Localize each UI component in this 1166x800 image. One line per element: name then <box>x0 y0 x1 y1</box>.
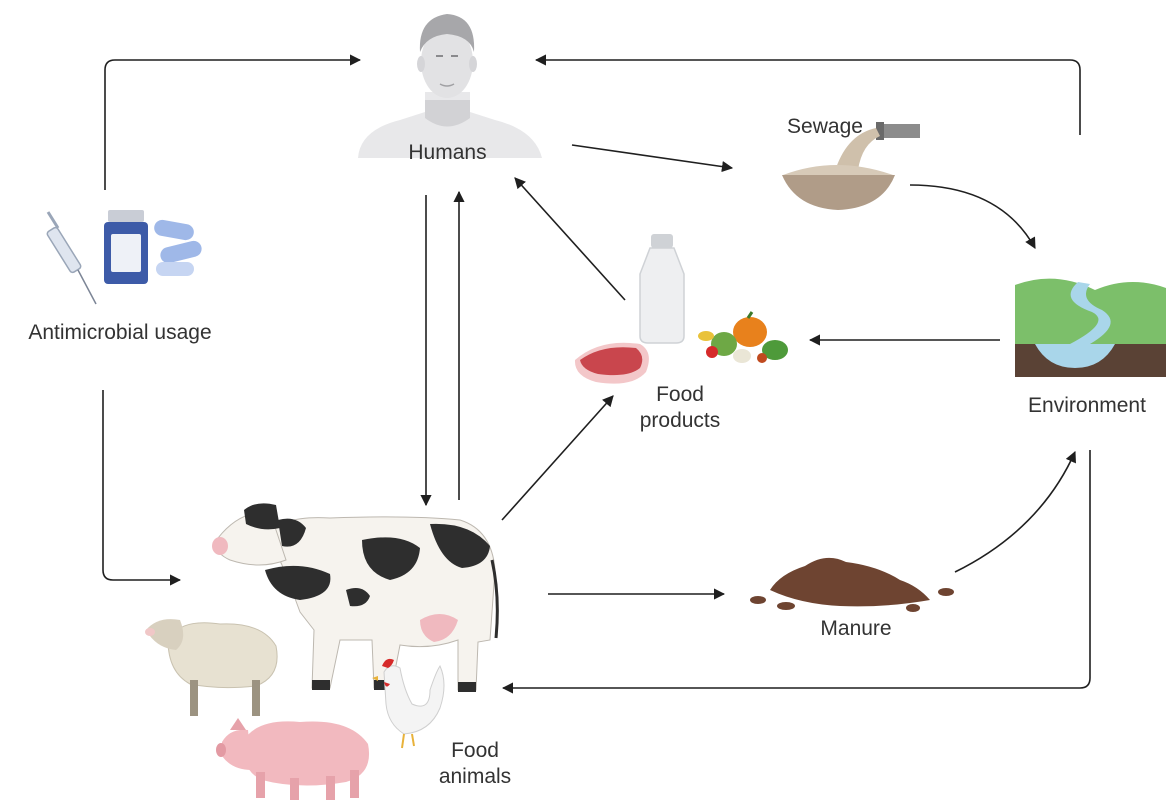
manure-label: Manure <box>796 616 916 642</box>
milk-bottle-icon <box>640 234 684 343</box>
manure-icon <box>750 558 954 612</box>
humans-label: Humans <box>380 140 515 166</box>
pig-icon <box>216 718 369 800</box>
arrow-food-animals-to-food-products <box>502 396 613 520</box>
meat-icon <box>575 343 649 384</box>
food-animals-label-line1: Food <box>420 738 530 764</box>
arrow-humans-to-sewage <box>572 145 732 168</box>
arrow-antimicrobial-to-food-animals <box>103 390 180 580</box>
vegetables-icon <box>698 312 788 363</box>
capsule-icon <box>153 219 203 276</box>
pill-bottle-icon <box>104 210 148 284</box>
arrow-manure-to-environment <box>955 452 1075 572</box>
arrow-sewage-to-environment <box>910 185 1035 248</box>
antimicrobial-usage-label: Antimicrobial usage <box>5 320 235 346</box>
human-icon <box>358 14 542 158</box>
environment-landscape-icon <box>1015 279 1166 377</box>
food-animals-label-line2: animals <box>420 764 530 790</box>
arrow-antimicrobial-to-humans <box>105 60 360 190</box>
environment-label: Environment <box>1012 393 1162 419</box>
arrow-food-products-to-humans <box>515 178 625 300</box>
sewage-label: Sewage <box>770 114 880 140</box>
food-products-label-line1: Food <box>625 382 735 408</box>
arrow-environment-to-food-animals <box>503 450 1090 688</box>
sheep-icon <box>145 619 277 716</box>
food-products-label-line2: products <box>625 408 735 434</box>
syringe-icon <box>46 212 96 304</box>
